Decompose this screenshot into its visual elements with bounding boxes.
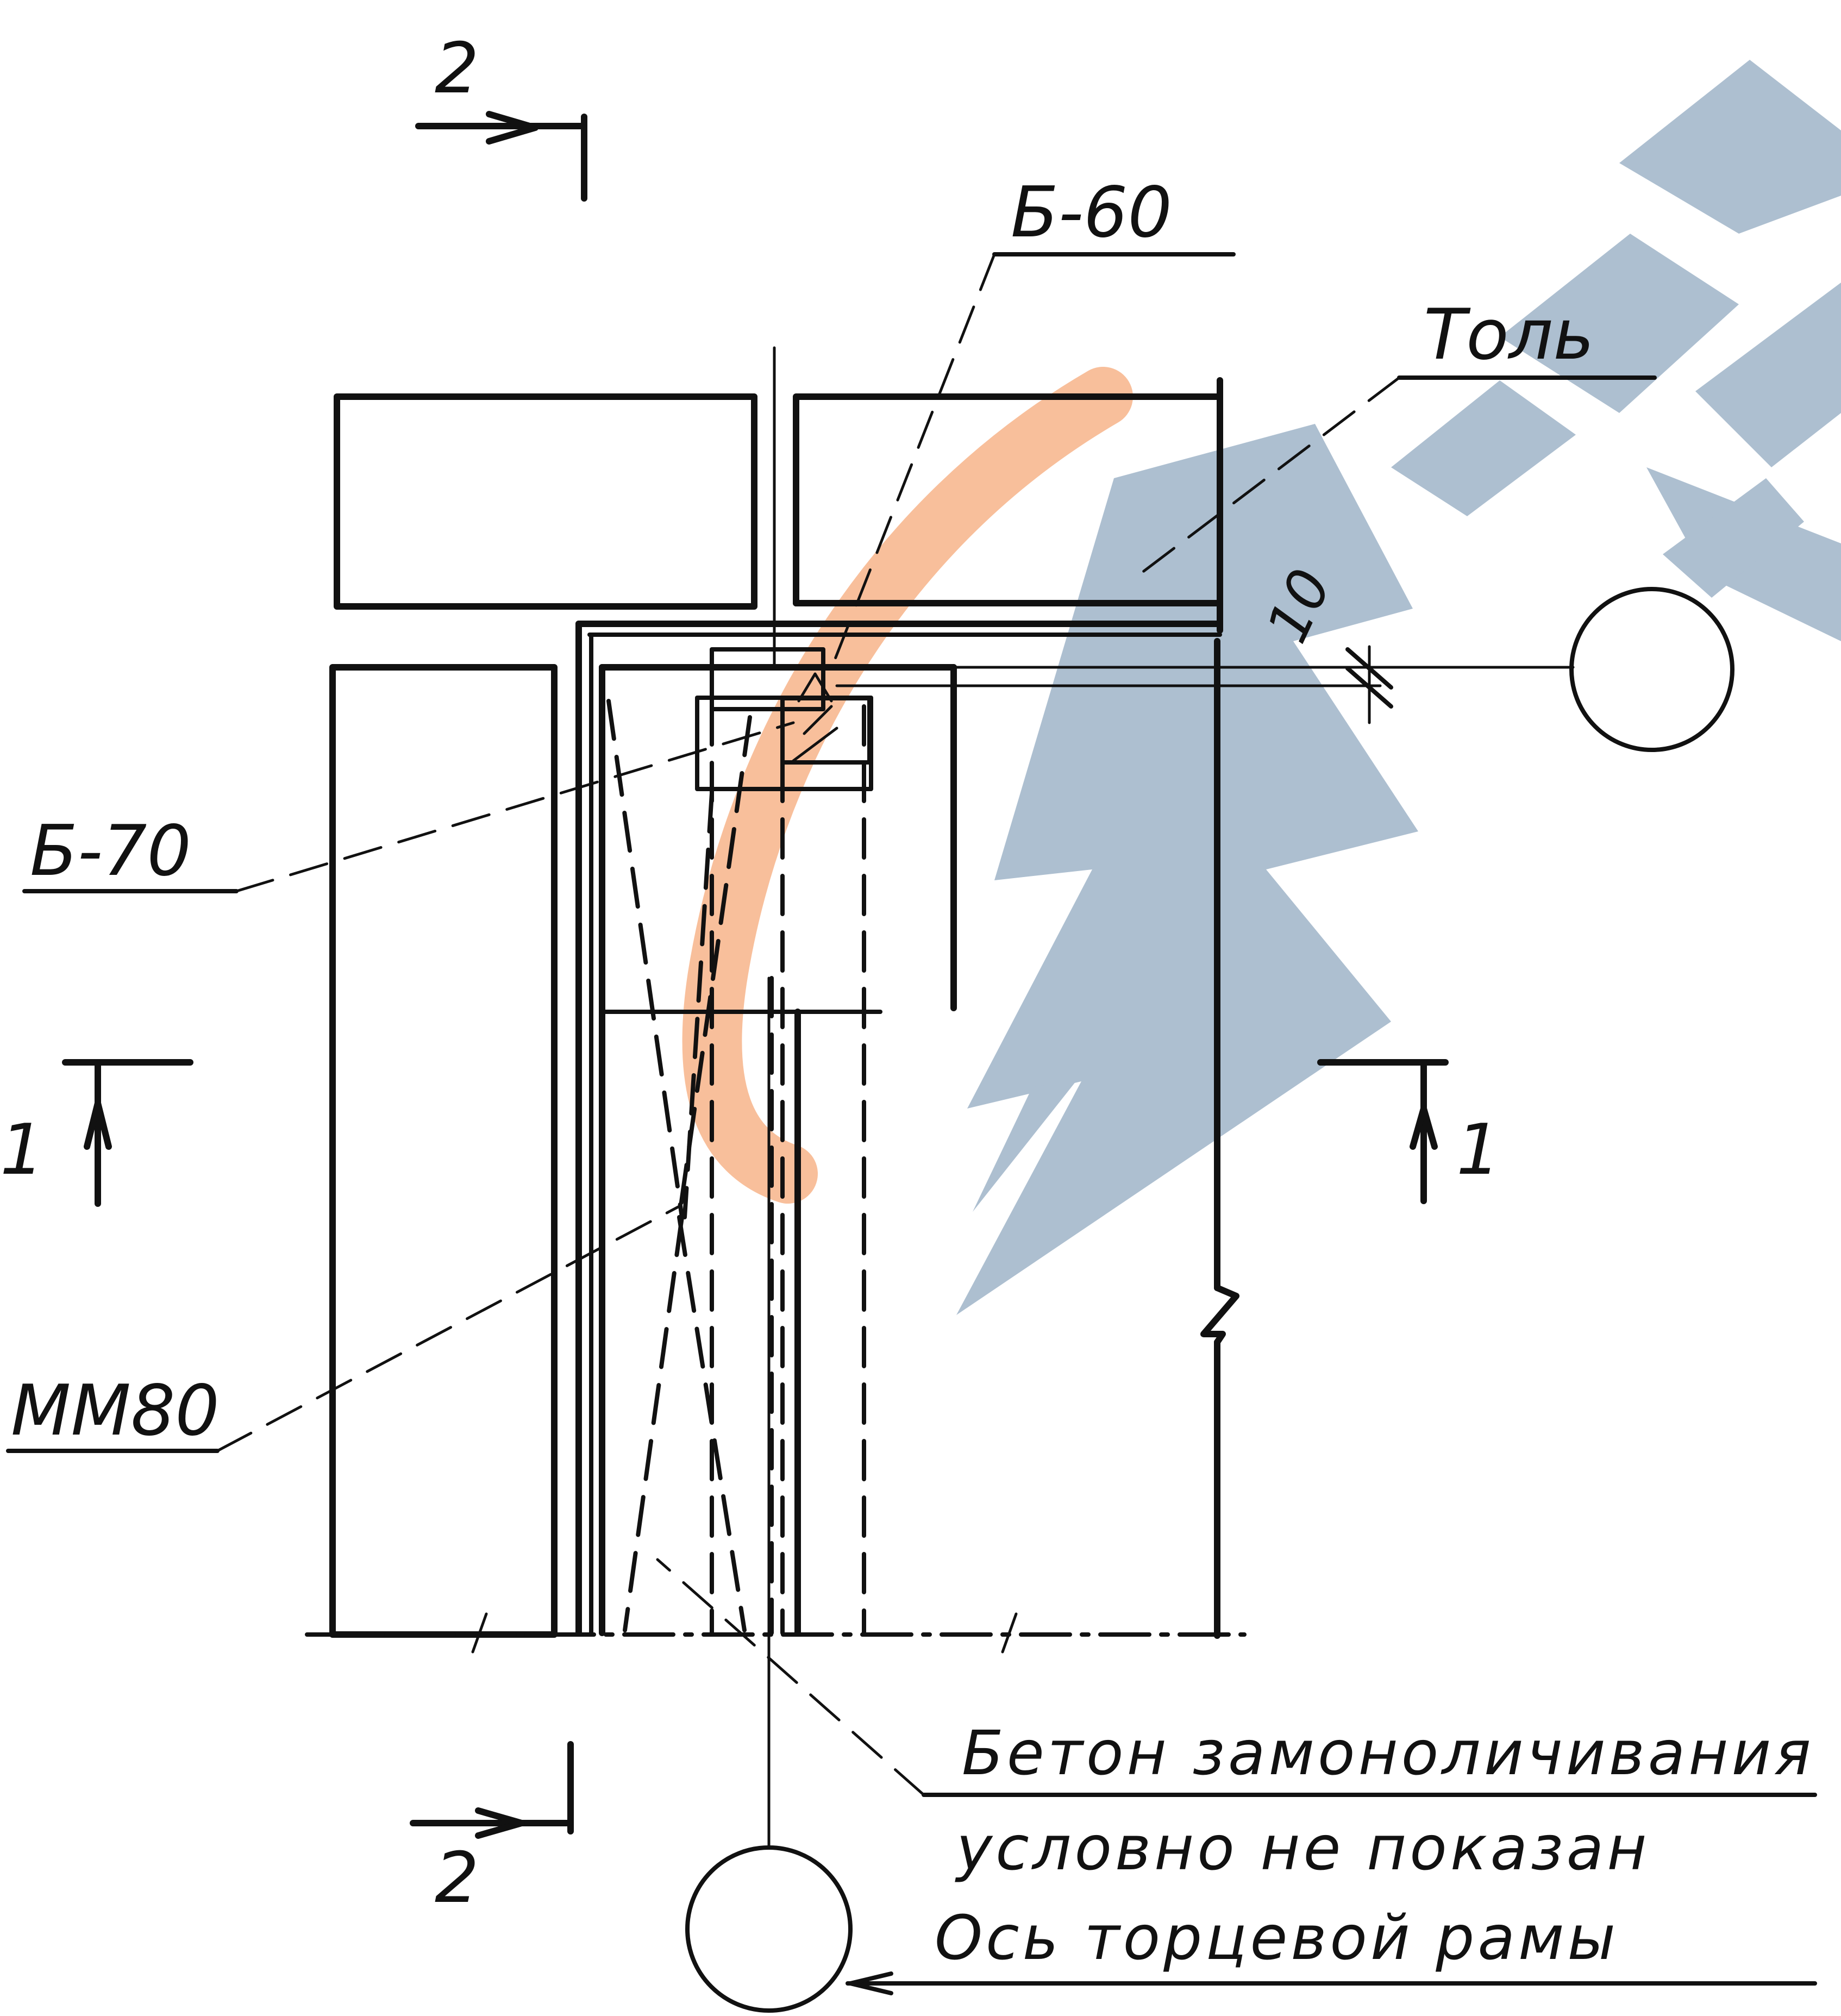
label-b70: Б-70 [30,811,191,892]
note-line-3: Ось торцевой рамы [935,1903,1619,1974]
labels: 2 2 1 1 Б-60 Толь Б-70 ММ80 10 Бетон зам… [0,28,1814,1974]
note-line-1: Бетон замоноличивания [962,1718,1814,1789]
axis-circle-bottom [685,1845,853,2013]
label-b60: Б-60 [1011,172,1172,253]
left-column-panel [329,664,558,1638]
label-tol: Толь [1424,295,1594,375]
section-1-label-right: 1 [1456,1110,1500,1191]
top-left-panel [334,393,757,610]
watermark [682,60,1841,1315]
label-mm80: ММ80 [11,1370,220,1451]
note-line-2: условно не показан [955,1813,1650,1884]
section-1-label-left: 1 [0,1110,44,1191]
drawing-lines [6,111,1817,2013]
section-2-label-top: 2 [435,28,479,109]
watermark-orange-arc [682,367,1133,1204]
section-2-label-bottom: 2 [435,1838,479,1919]
watermark-logo [956,60,1841,1315]
axis-circle-right [1569,587,1734,752]
